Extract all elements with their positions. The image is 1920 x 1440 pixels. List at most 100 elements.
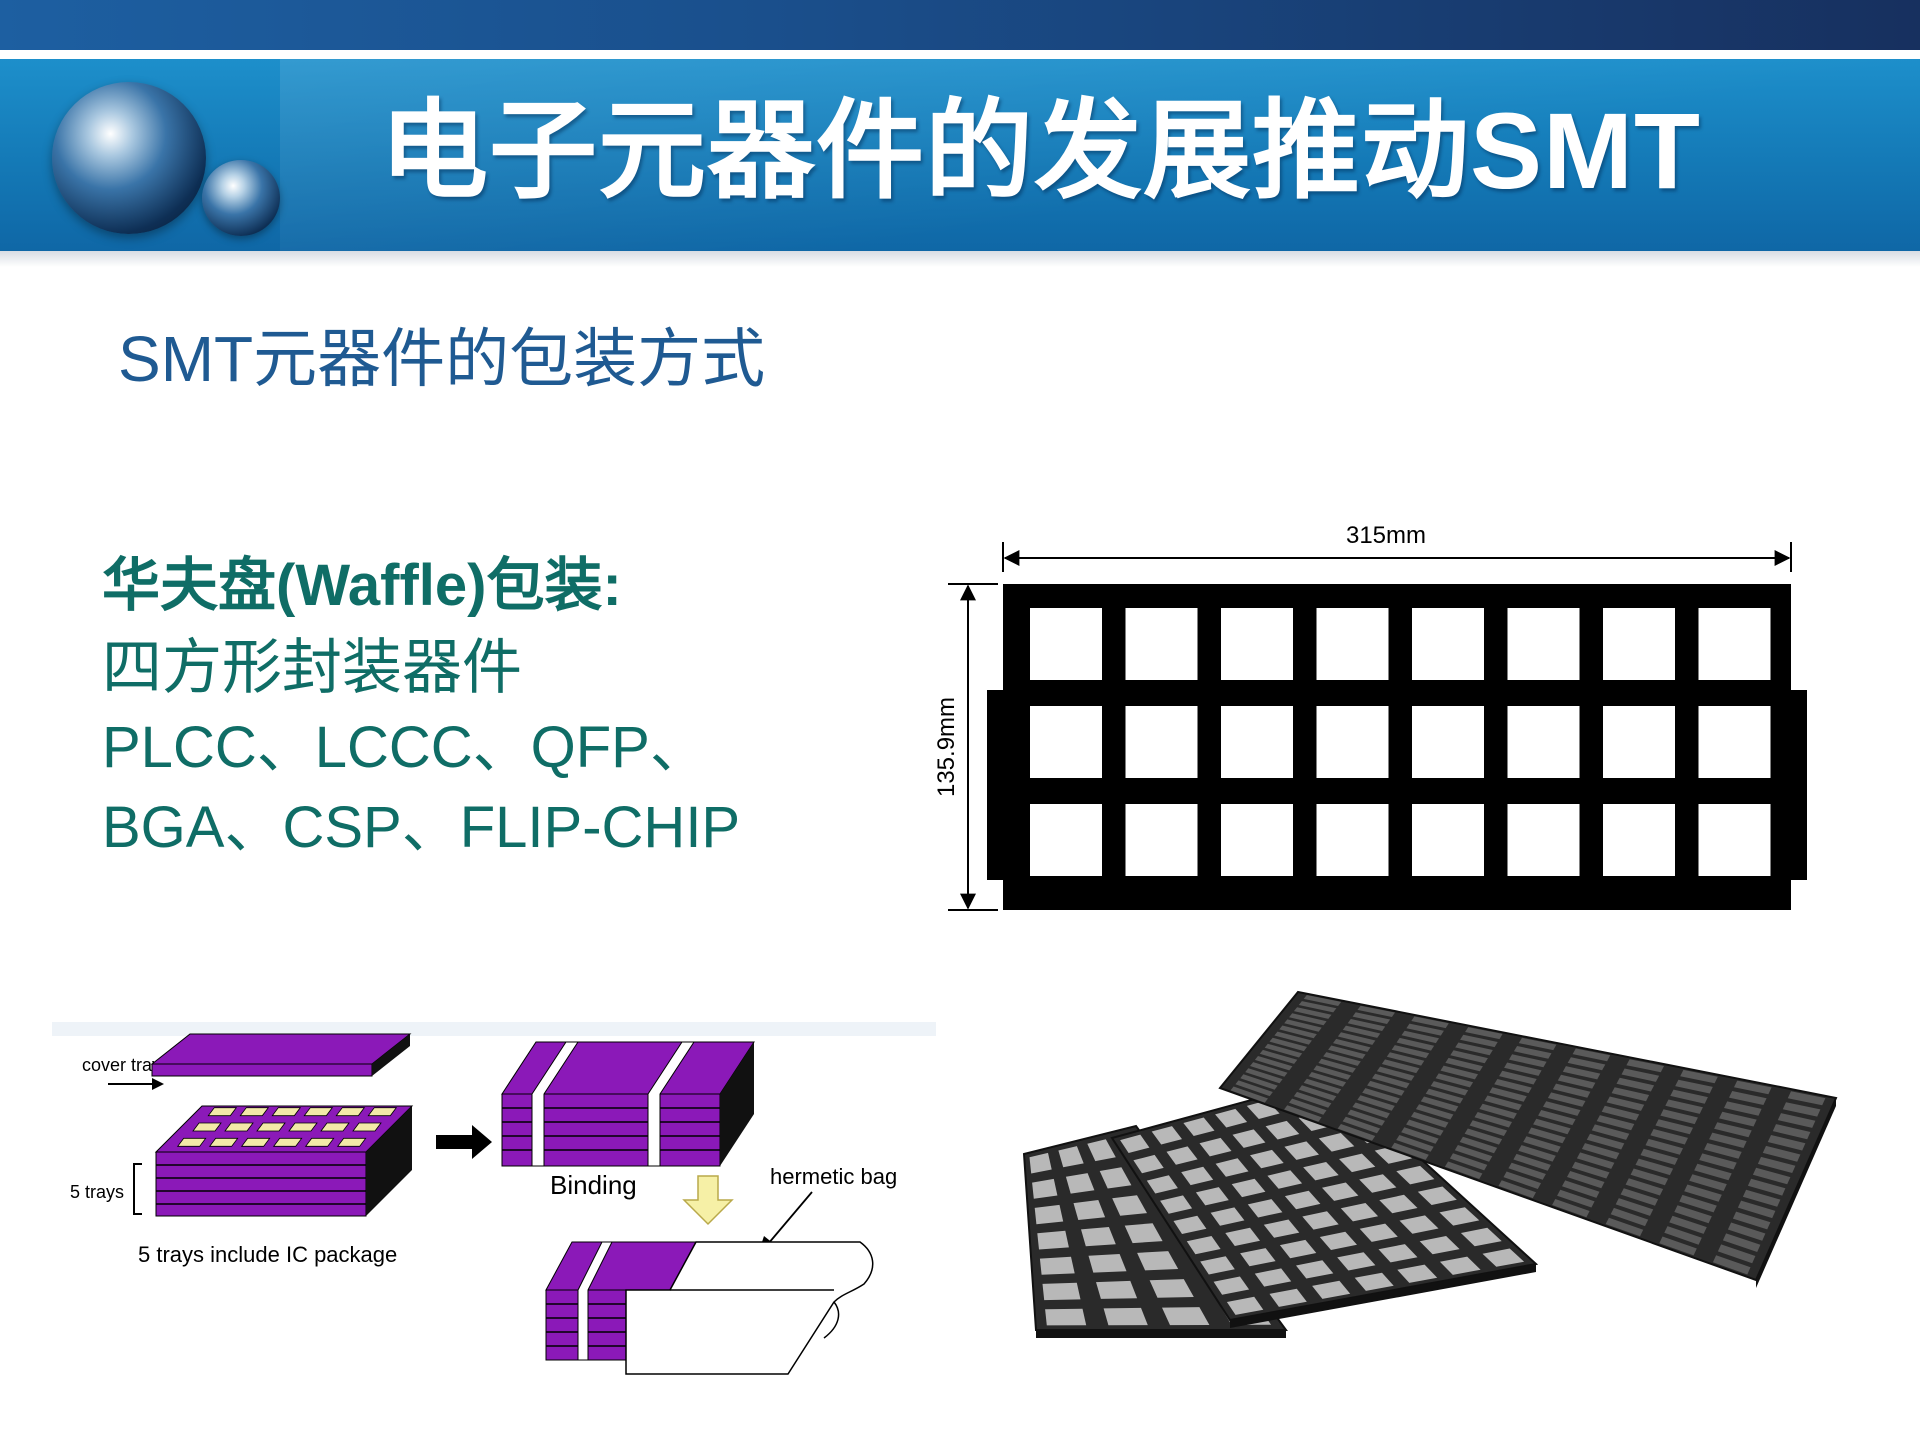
tray-photo-pocket	[1065, 1173, 1095, 1194]
tray-photo-pocket	[1757, 1156, 1796, 1173]
tray-photo-pocket	[1465, 1027, 1503, 1040]
tray-photo-pocket	[1181, 1166, 1214, 1186]
tray-photo-pocket	[1729, 1091, 1767, 1105]
process-arrow-right	[436, 1125, 492, 1159]
tray-photo-pocket	[1303, 1078, 1342, 1094]
tray-photo-pocket	[1254, 1056, 1293, 1071]
tray-photo-pocket	[1391, 1045, 1430, 1059]
tray-photo-pocket	[1245, 1068, 1283, 1084]
hermetic-bag	[625, 1241, 874, 1375]
tray-photo-pocket	[1717, 1244, 1756, 1264]
tray-photo-pocket	[1513, 1153, 1551, 1171]
tray-photo-pocket	[1509, 1054, 1547, 1068]
tray-photo-pocket	[1058, 1146, 1084, 1168]
tray-photo-pocket	[1225, 1227, 1260, 1246]
tray-pocket	[1412, 804, 1484, 876]
tray-photo-pocket	[1319, 1231, 1357, 1250]
tray-photo-pocket	[1232, 1129, 1266, 1148]
hermetic-bag-pointer	[767, 1191, 813, 1245]
tray-photo-pocket	[1420, 1096, 1459, 1112]
tray-photo-pocket	[1670, 1089, 1708, 1104]
tray-photo-pocket	[1782, 1102, 1821, 1117]
tray-photo-pocket	[1543, 1101, 1581, 1116]
binding-label: Binding	[550, 1170, 637, 1200]
waffle-heading: 华夫盘(Waffle)包装:	[102, 553, 622, 618]
tray-pocket	[1030, 804, 1102, 876]
tray-photo-pocket	[1039, 1256, 1075, 1275]
binding-strap-left	[531, 1041, 579, 1167]
tray-pocket	[1030, 608, 1102, 680]
tray-photo-pocket	[1430, 1081, 1469, 1096]
tray-photo-pocket	[1284, 1190, 1321, 1210]
bagged-strap	[577, 1241, 613, 1361]
tray-photo-pocket	[1479, 1103, 1517, 1119]
tray-photo-pocket	[1655, 1119, 1693, 1135]
tray-photo-pocket	[1455, 1042, 1493, 1056]
tray-photo-pocket	[1137, 1251, 1179, 1271]
tray-photo-pocket	[1425, 1088, 1464, 1104]
tray-photo-pocket	[1640, 1148, 1678, 1165]
tray-photo-pocket	[1576, 1152, 1615, 1169]
tray-photo-pocket	[1415, 1104, 1454, 1120]
tray-photo-pocket	[1029, 1152, 1052, 1174]
tray-photo-pocket	[1259, 1049, 1298, 1064]
tray-photo-pocket	[1504, 1062, 1542, 1076]
tray-photo-pocket	[1611, 1087, 1650, 1102]
tray-photo-pocket	[1333, 1038, 1371, 1052]
tray-photo-pocket	[1231, 1178, 1266, 1198]
tray-photo-pocket	[1081, 1227, 1116, 1247]
tray-photo-pocket	[1186, 1236, 1221, 1255]
tray-photo-pocket	[1250, 1149, 1284, 1169]
tray-photo-pocket	[1183, 1117, 1215, 1136]
tray-photo-pocket	[1073, 1200, 1106, 1220]
tray-photo-pocket	[1352, 1102, 1390, 1119]
tray-photo-pocket	[1230, 1086, 1268, 1103]
tray-photo-pocket	[1538, 1110, 1576, 1126]
cover-tray-arrow-head	[152, 1078, 164, 1090]
stacked-trays	[1022, 990, 1838, 1338]
ic-package	[224, 1122, 254, 1132]
tray-photo-pocket	[1263, 1219, 1300, 1238]
tray-photo-pocket	[1503, 1171, 1541, 1189]
bound-stack-side	[720, 1042, 754, 1166]
tray-photo-pocket	[1620, 1188, 1659, 1206]
tray-photo-pocket	[1523, 1136, 1561, 1153]
title-banner	[0, 59, 1920, 251]
tray-pocket	[1316, 804, 1389, 876]
trays-stack-dividers	[156, 1164, 366, 1205]
tray-photo-pocket	[1396, 1037, 1435, 1051]
tray-photo-pocket	[1552, 1199, 1590, 1218]
tray-photo-pocket	[1591, 1124, 1630, 1140]
tray-photo-pocket	[1724, 1101, 1762, 1116]
tray-photo-pocket	[1269, 1037, 1307, 1052]
tray-photo-pocket	[1460, 1034, 1498, 1048]
tray-photo-pocket	[1303, 1162, 1339, 1181]
photo-tray-middle-edge	[1230, 1264, 1536, 1328]
tray-photo-pocket	[1489, 1087, 1527, 1102]
tray-photo-pocket	[1379, 1194, 1418, 1214]
tray-photo-pocket	[1552, 1083, 1591, 1098]
tray-photo-pocket	[1712, 1255, 1751, 1275]
tray-photo-pocket	[1722, 1233, 1761, 1252]
tray-photo-pocket	[1323, 1052, 1361, 1066]
tray-photo-pocket	[1689, 1174, 1727, 1191]
tray-photo-pocket	[1439, 1256, 1481, 1275]
tray-photo-pocket	[1313, 1065, 1351, 1080]
tray-photo-pocket	[1445, 1057, 1483, 1072]
tray-photo-pocket	[1567, 1171, 1605, 1189]
tray-photo-pocket	[1571, 1161, 1610, 1179]
tray-photo-pocket	[1352, 1012, 1391, 1024]
tray-photo-pocket	[1160, 1195, 1193, 1214]
tray-photo-pocket	[1328, 1045, 1366, 1059]
tray-photo-pocket	[1615, 1198, 1654, 1216]
tray-photo-pocket	[1381, 1059, 1420, 1074]
tray-photo-pocket	[1557, 1074, 1596, 1089]
tray-photo-pocket	[1513, 1046, 1552, 1059]
tray-photo-pocket	[1659, 1236, 1697, 1256]
tray-photo-pocket	[1625, 1178, 1664, 1196]
tray-photo-pocket	[1342, 1116, 1381, 1134]
tray-photo-pocket	[1777, 1113, 1816, 1128]
packing-top-strip	[52, 1022, 936, 1036]
tray-photo-pocket	[1166, 1146, 1198, 1165]
tray-photo-pocket	[1435, 1073, 1474, 1088]
